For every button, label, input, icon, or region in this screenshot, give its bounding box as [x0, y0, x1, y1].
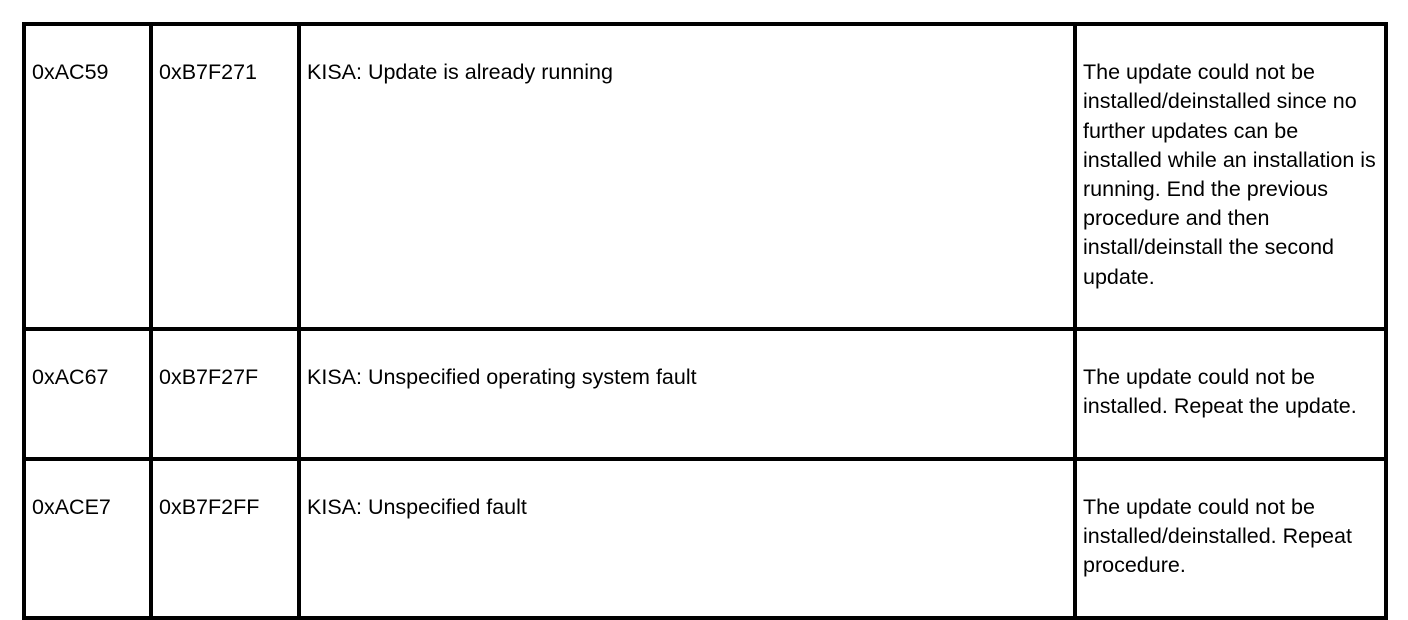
error-code-value: 0xAC59: [32, 60, 109, 85]
cell-error-code: 0xAC59: [22, 21, 153, 332]
cell-description: The update could not be installed/deinst…: [1073, 456, 1388, 620]
message-value: KISA: Unspecified operating system fault: [307, 365, 697, 390]
cell-description: The update could not be installed/deinst…: [1073, 21, 1388, 332]
error-code-value: 0xACE7: [32, 495, 111, 520]
description-value: The update could not be installed/deinst…: [1083, 60, 1376, 289]
document-page: 0xAC59 0xB7F271 KISA: Update is already …: [22, 21, 1388, 620]
message-value: KISA: Unspecified fault: [307, 495, 527, 520]
cell-alt-code: 0xB7F271: [149, 21, 301, 332]
alt-code-value: 0xB7F2FF: [159, 495, 260, 520]
alt-code-value: 0xB7F27F: [159, 365, 259, 390]
description-value: The update could not be installed/deinst…: [1083, 495, 1352, 578]
cell-description: The update could not be installed. Repea…: [1073, 327, 1388, 461]
error-code-table: 0xAC59 0xB7F271 KISA: Update is already …: [22, 21, 1388, 620]
alt-code-value: 0xB7F271: [159, 60, 258, 85]
cell-message: KISA: Update is already running: [297, 21, 1077, 332]
table-body: 0xAC59 0xB7F271 KISA: Update is already …: [22, 21, 1388, 620]
description-value: The update could not be installed. Repea…: [1083, 365, 1357, 419]
cell-alt-code: 0xB7F27F: [149, 327, 301, 461]
message-value: KISA: Update is already running: [307, 60, 613, 85]
error-code-value: 0xAC67: [32, 365, 109, 390]
cell-message: KISA: Unspecified operating system fault: [297, 327, 1077, 461]
cell-error-code: 0xAC67: [22, 327, 153, 461]
cell-error-code: 0xACE7: [22, 456, 153, 620]
cell-message: KISA: Unspecified fault: [297, 456, 1077, 620]
table-row: 0xAC59 0xB7F271 KISA: Update is already …: [22, 21, 1388, 332]
table-row: 0xAC67 0xB7F27F KISA: Unspecified operat…: [22, 327, 1388, 461]
cell-alt-code: 0xB7F2FF: [149, 456, 301, 620]
table-row: 0xACE7 0xB7F2FF KISA: Unspecified fault …: [22, 456, 1388, 620]
